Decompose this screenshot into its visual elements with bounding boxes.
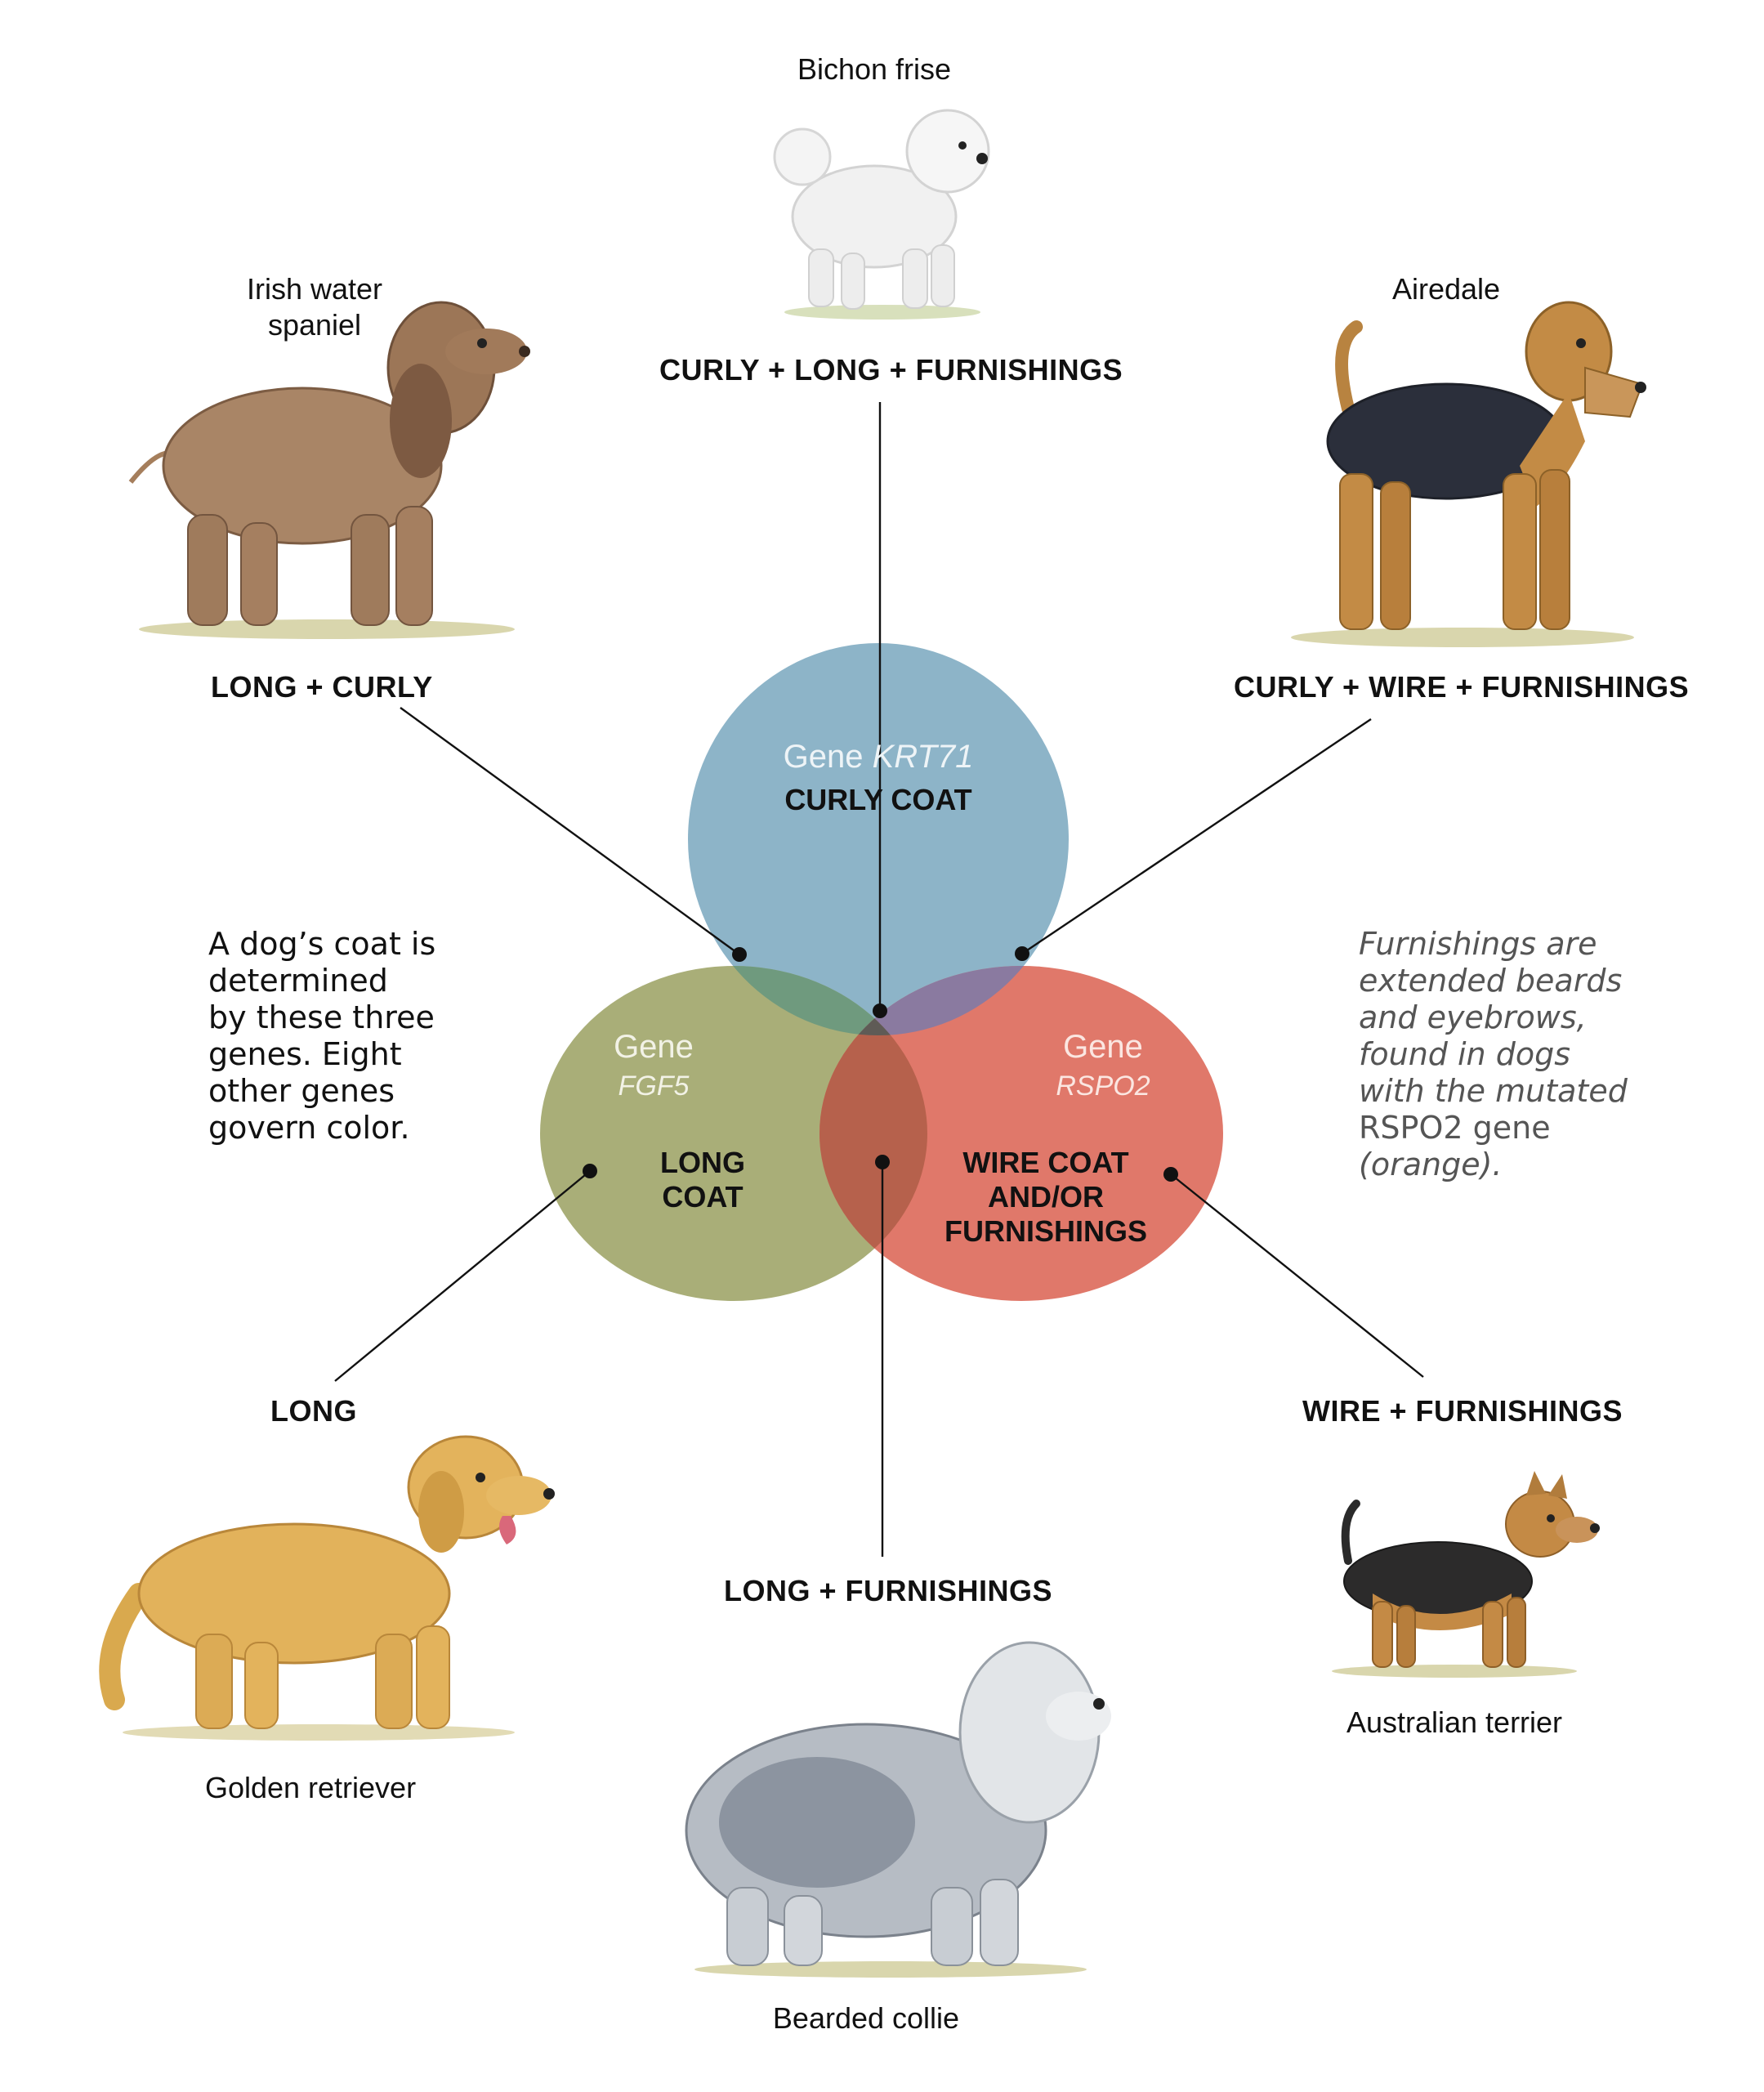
connector-irish — [400, 707, 740, 955]
note-left-line: A dog’s coat is — [208, 926, 436, 962]
note-left-line: determined — [208, 963, 388, 999]
breed-name-bearded: Bearded collie — [772, 2001, 960, 2035]
gene-rspo2-name: RSPO2 — [1056, 1071, 1150, 1102]
connector-dot-center — [873, 1004, 887, 1018]
gene-krt71-trait: CURLY COAT — [784, 783, 972, 816]
combo-irish: LONG + CURLY — [211, 670, 433, 704]
gene-rspo2-trait-line1: WIRE COAT — [962, 1146, 1129, 1179]
gene-krt71-prefix: Gene — [783, 739, 864, 775]
breed-name-irish-line2: spaniel — [267, 308, 362, 342]
connector-dot-bearded — [875, 1155, 890, 1169]
connector-dot-airedale — [1015, 946, 1029, 961]
bichon-frise-illustration — [773, 109, 990, 320]
gene-fgf5-trait: LONG COAT — [637, 1146, 768, 1214]
breed-name-irish: Irish water spaniel — [192, 271, 437, 343]
note-left: A dog’s coat is determined by these thre… — [208, 926, 435, 1147]
gene-rspo2-trait: WIRE COAT AND/OR FURNISHINGS — [940, 1146, 1152, 1249]
bearded-collie-illustration — [685, 1641, 1111, 1978]
note-right-line: found in dogs — [1359, 1036, 1571, 1072]
gene-fgf5-prefix: Gene — [614, 1029, 694, 1065]
gene-fgf5-label: Gene FGF5 — [572, 1026, 735, 1104]
gene-rspo2-trait-line2: AND/OR — [988, 1180, 1104, 1214]
connector-dot-irish — [732, 947, 747, 962]
gene-rspo2-label: Gene RSPO2 — [1029, 1026, 1177, 1104]
note-right-line: RSPO2 gene — [1359, 1110, 1551, 1146]
note-right-line: and eyebrows, — [1359, 999, 1587, 1035]
connector-airedale — [1021, 718, 1372, 954]
combo-bichon: CURLY + LONG + FURNISHINGS — [659, 353, 1123, 387]
breed-name-irish-line1: Irish water — [246, 272, 383, 306]
note-left-line: other genes — [208, 1073, 395, 1109]
note-left-line: govern color. — [208, 1110, 410, 1146]
connector-golden — [334, 1170, 591, 1382]
combo-golden: LONG — [270, 1394, 357, 1428]
connector-dot-golden — [583, 1164, 597, 1178]
combo-bearded: LONG + FURNISHINGS — [724, 1574, 1053, 1607]
note-right-line: Furnishings are — [1359, 926, 1597, 962]
breed-name-golden: Golden retriever — [204, 1771, 417, 1804]
gene-krt71-name: KRT71 — [872, 739, 974, 775]
combo-australian: WIRE + FURNISHINGS — [1302, 1394, 1623, 1428]
note-left-line: genes. Eight — [208, 1036, 402, 1072]
connector-australian — [1170, 1173, 1424, 1378]
note-right-line: extended beards — [1359, 963, 1623, 999]
gene-rspo2-prefix: Gene — [1063, 1029, 1143, 1065]
australian-terrier-illustration — [1332, 1471, 1600, 1678]
gene-fgf5-name: FGF5 — [618, 1071, 690, 1102]
gene-fgf5-circle — [540, 966, 927, 1301]
irish-water-spaniel-illustration — [128, 301, 530, 639]
combo-airedale: CURLY + WIRE + FURNISHINGS — [1234, 670, 1690, 704]
note-right: Furnishings are extended beards and eyeb… — [1359, 926, 1628, 1183]
gene-rspo2-circle — [819, 966, 1223, 1301]
connector-dot-australian — [1163, 1167, 1178, 1182]
note-left-line: by these three — [208, 999, 435, 1035]
breed-name-airedale: Airedale — [1391, 272, 1501, 306]
gene-fgf5-trait-line1: LONG — [660, 1146, 745, 1179]
golden-retriever-illustration — [99, 1435, 555, 1741]
breed-name-australian: Australian terrier — [1346, 1705, 1563, 1739]
airedale-illustration — [1291, 301, 1646, 647]
gene-fgf5-trait-line2: COAT — [662, 1180, 744, 1214]
note-right-line: with the mutated — [1359, 1073, 1628, 1109]
note-right-line: (orange). — [1359, 1147, 1503, 1182]
gene-krt71-circle — [688, 643, 1069, 1035]
gene-rspo2-trait-line3: FURNISHINGS — [944, 1214, 1147, 1248]
breed-name-bichon: Bichon frise — [797, 52, 952, 86]
gene-krt71-label: Gene KRT71 CURLY COAT — [735, 735, 1021, 822]
